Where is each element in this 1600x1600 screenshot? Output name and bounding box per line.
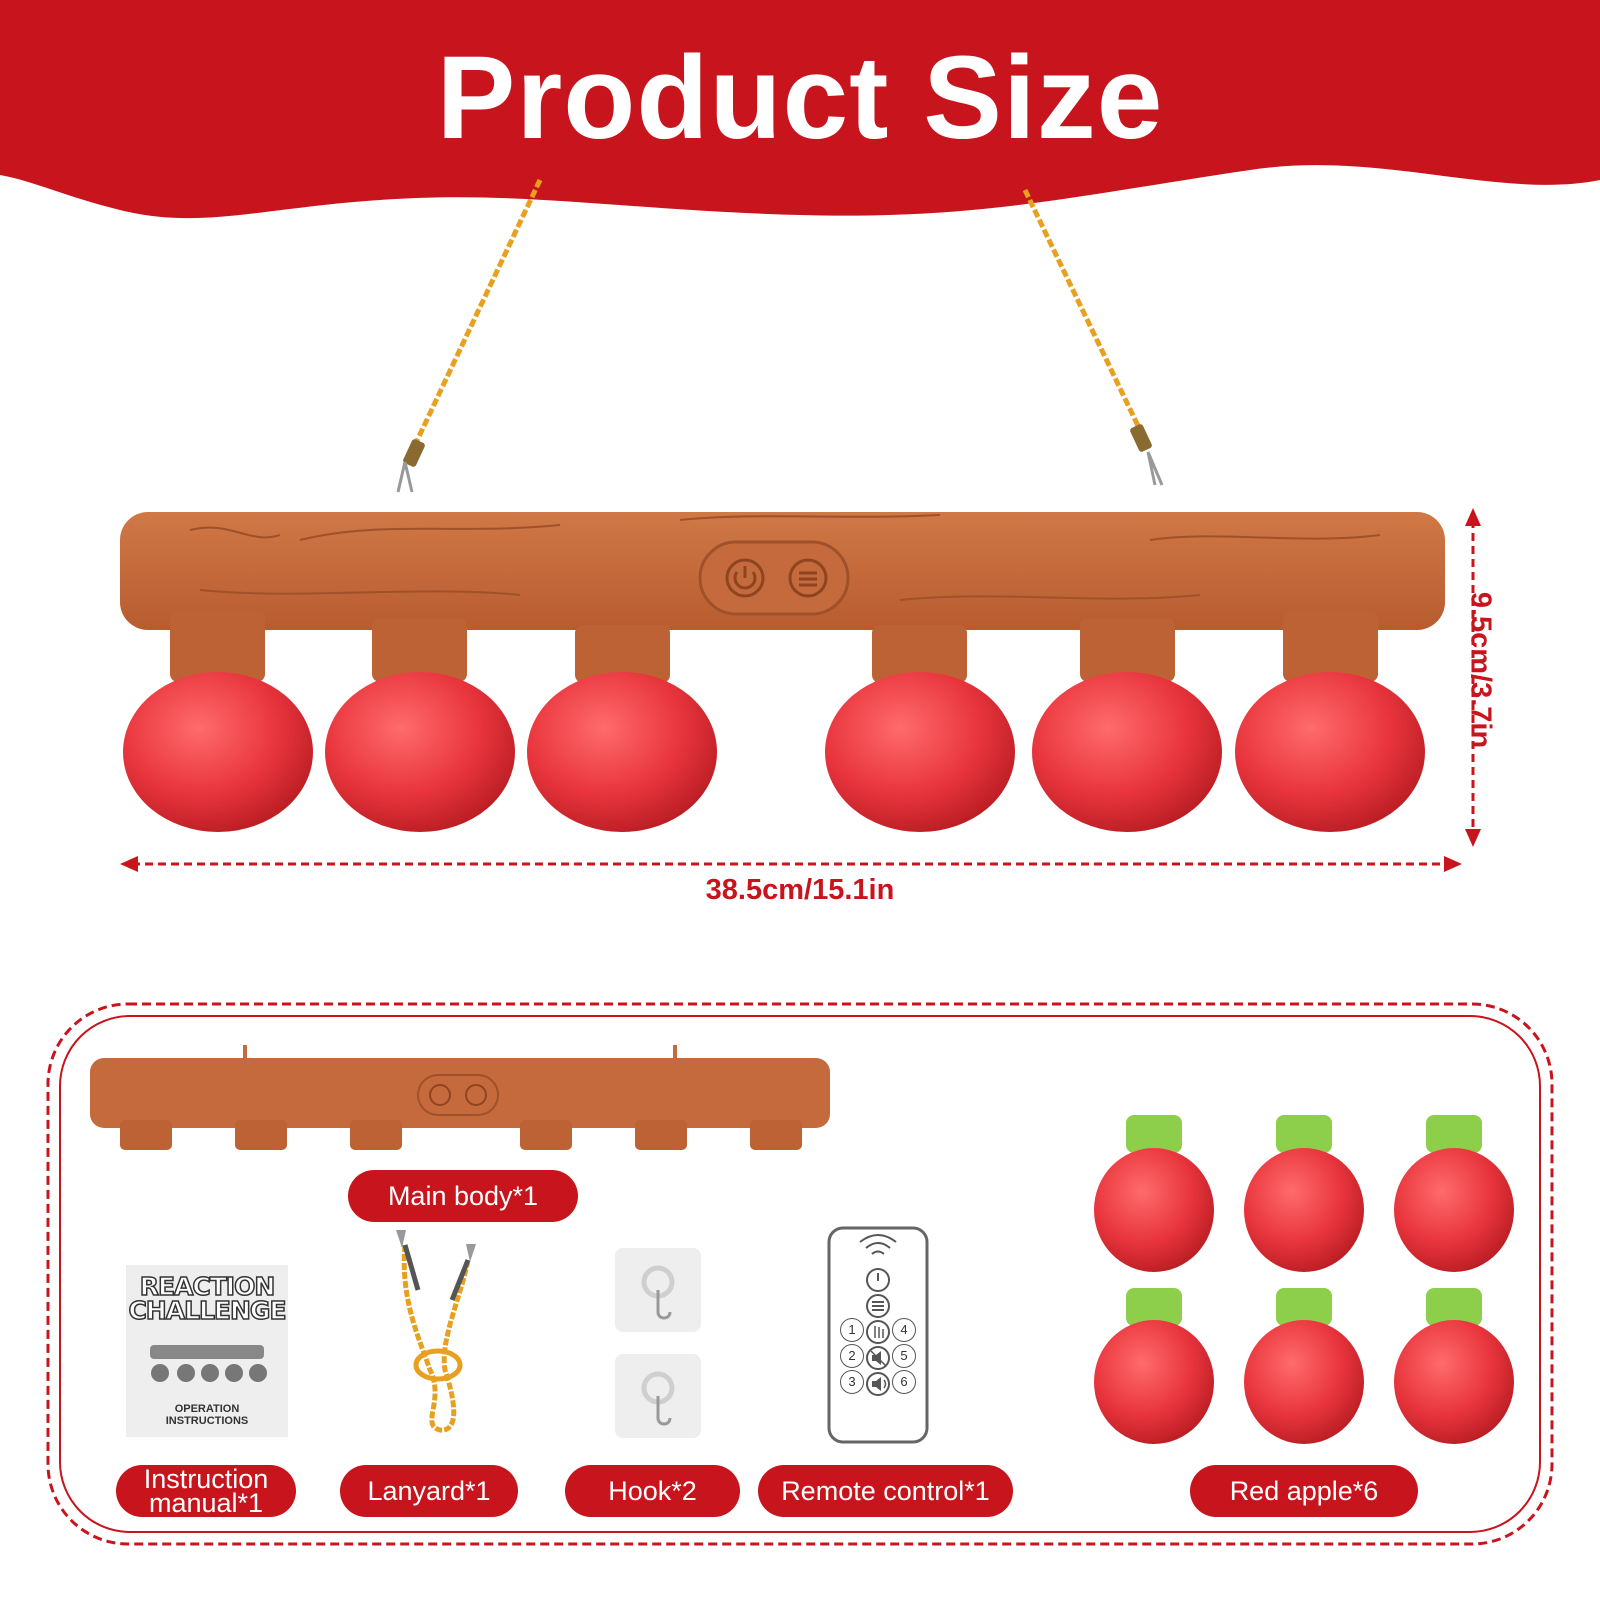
remote-button-6[interactable]: 6	[892, 1370, 916, 1394]
manual-footer-line1: OPERATION	[174, 1403, 240, 1415]
remote-menu-icon[interactable]	[866, 1294, 890, 1318]
instruction-manual-card: REACTION CHALLENGE OPERATION INSTRUCTION…	[126, 1265, 288, 1437]
lanyard-cord	[396, 178, 1164, 493]
height-label: 9.5cm/3.7in	[1464, 591, 1497, 749]
lanyard-item	[396, 1230, 476, 1433]
remote-keypad: 1 4 2 5 3 6	[840, 1318, 916, 1398]
width-label: 38.5cm/15.1in	[705, 874, 895, 906]
main-body-small	[90, 1045, 830, 1150]
red-apple-label: Red apple*6	[1190, 1465, 1418, 1517]
mute-icon[interactable]	[866, 1346, 890, 1370]
red-apple-item	[1094, 1115, 1514, 1444]
manual-footer-line2: INSTRUCTIONS	[165, 1415, 249, 1427]
apple	[123, 672, 1425, 832]
remote-button-5[interactable]: 5	[892, 1344, 916, 1368]
remote-power-icon[interactable]	[866, 1268, 890, 1292]
manual-title-line1: REACTION	[139, 1272, 276, 1301]
remote-button-3[interactable]: 3	[840, 1370, 864, 1394]
remote-control-label: Remote control*1	[758, 1465, 1013, 1517]
power-icon[interactable]	[725, 558, 765, 598]
signal-icon	[859, 1234, 897, 1255]
product-illustration	[120, 178, 1481, 872]
remote-button-4[interactable]: 4	[892, 1318, 916, 1342]
manual-product-image	[150, 1345, 267, 1382]
hook-label: Hook*2	[565, 1465, 740, 1517]
menu-icon[interactable]	[788, 558, 828, 598]
main-body-label: Main body*1	[348, 1170, 578, 1222]
package-contents-frame	[46, 1002, 1554, 1546]
width-dimension-arrow	[120, 856, 1462, 872]
lanyard-label: Lanyard*1	[340, 1465, 518, 1517]
main-body-branch	[120, 512, 1445, 683]
height-dimension-arrow	[1465, 508, 1481, 847]
remote-button-2[interactable]: 2	[840, 1344, 864, 1368]
hand-icon[interactable]	[866, 1320, 890, 1344]
page-title: Product Size	[436, 32, 1164, 164]
remote-button-1[interactable]: 1	[840, 1318, 864, 1342]
manual-title-line2: CHALLENGE	[128, 1296, 288, 1325]
height-label-container: 9.5cm/3.7in	[1460, 535, 1500, 805]
hook-item	[615, 1248, 701, 1438]
instruction-manual-label: Instruction manual*1	[116, 1465, 296, 1517]
header-banner	[0, 0, 1600, 219]
volume-icon[interactable]	[866, 1372, 890, 1396]
